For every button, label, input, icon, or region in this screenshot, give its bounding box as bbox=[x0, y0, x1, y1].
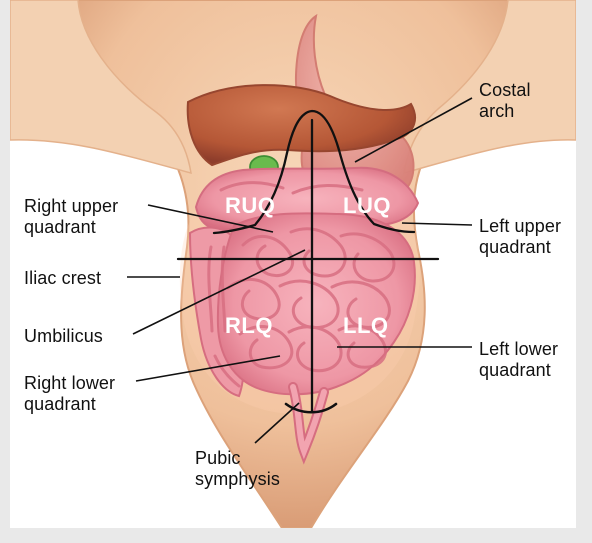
rlq-label: RLQ bbox=[225, 313, 273, 338]
pubic-symphysis-label: Pubic symphysis bbox=[195, 448, 280, 489]
abdominal-organs bbox=[186, 13, 420, 465]
umbilicus-label: Umbilicus bbox=[24, 326, 103, 346]
iliac-crest-label: Iliac crest bbox=[24, 268, 102, 288]
right-upper-quadrant-label: Right upper quadrant bbox=[24, 196, 119, 237]
quadrant-guides bbox=[176, 109, 440, 414]
anatomy-figure: Costal arch Right upper quadrant Left up… bbox=[10, 0, 576, 528]
ruq-label: RUQ bbox=[225, 193, 276, 218]
llq-label: LLQ bbox=[343, 313, 389, 338]
left-lower-quadrant-label: Left lower quadrant bbox=[479, 339, 559, 380]
leader-lines bbox=[127, 97, 473, 444]
luq-label: LUQ bbox=[343, 193, 391, 218]
left-upper-quadrant-label: Left upper quadrant bbox=[479, 216, 562, 257]
costal-arch-label: Costal arch bbox=[479, 80, 531, 121]
abdomen-quadrants-diagram bbox=[10, 0, 576, 528]
right-lower-quadrant-label: Right lower quadrant bbox=[24, 373, 116, 414]
